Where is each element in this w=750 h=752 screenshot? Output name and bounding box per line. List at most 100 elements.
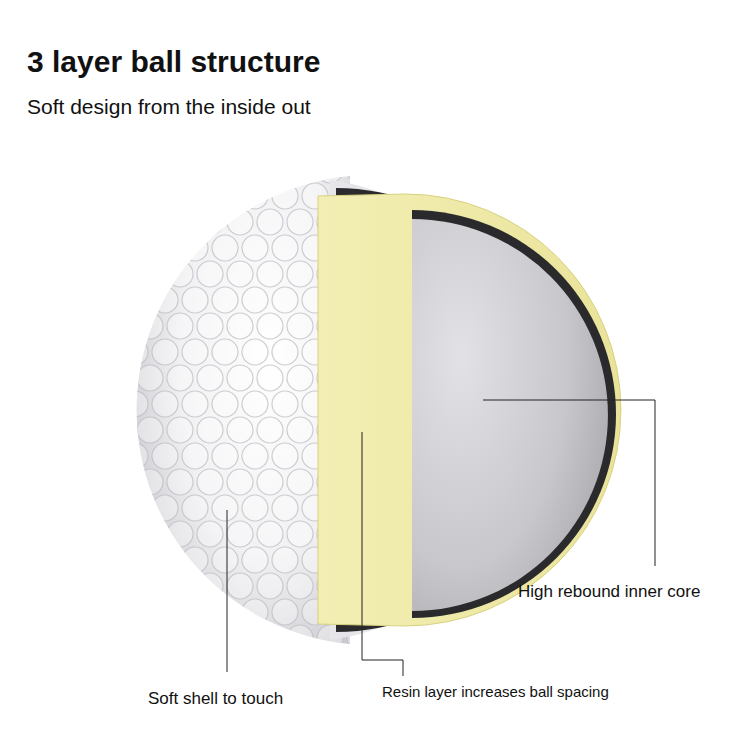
dimple: [167, 573, 193, 599]
dimple: [137, 209, 163, 235]
dimple: [107, 209, 133, 235]
dimple: [137, 625, 163, 651]
inner-core: [412, 219, 608, 611]
dimple: [227, 157, 253, 183]
dimple: [227, 521, 253, 547]
leader-line: [227, 510, 228, 672]
dimple: [182, 183, 208, 209]
dimple: [197, 625, 223, 651]
dimple: [107, 365, 133, 391]
dimple: [212, 287, 238, 313]
dimple: [167, 209, 193, 235]
dimple: [212, 339, 238, 365]
dimple: [122, 339, 148, 365]
dimple: [122, 235, 148, 261]
dimple: [167, 313, 193, 339]
dimple: [242, 391, 268, 417]
dimple: [287, 157, 313, 183]
dimple: [182, 443, 208, 469]
dimple: [257, 365, 283, 391]
dimple: [227, 625, 253, 651]
dimple: [212, 547, 238, 573]
dimple: [347, 157, 373, 183]
dimple: [287, 209, 313, 235]
dimple: [212, 183, 238, 209]
dimple: [227, 261, 253, 287]
dimple: [152, 443, 178, 469]
dimple: [152, 599, 178, 625]
dimple: [272, 651, 298, 677]
dimple: [242, 183, 268, 209]
dimple: [212, 391, 238, 417]
dimple: [167, 365, 193, 391]
dimple: [107, 261, 133, 287]
dimple: [107, 313, 133, 339]
dimple: [257, 417, 283, 443]
dimple: [167, 417, 193, 443]
dimple: [152, 391, 178, 417]
dimple: [257, 261, 283, 287]
dimple: [122, 183, 148, 209]
dimple: [137, 521, 163, 547]
dimple: [137, 261, 163, 287]
dimple: [182, 287, 208, 313]
dimple: [227, 417, 253, 443]
dimple: [257, 313, 283, 339]
dimple: [122, 599, 148, 625]
dimple: [272, 599, 298, 625]
dimple: [122, 287, 148, 313]
dimple: [197, 417, 223, 443]
dimple: [272, 235, 298, 261]
dimple: [257, 573, 283, 599]
dimple: [122, 391, 148, 417]
dimple: [197, 469, 223, 495]
dimple: [152, 339, 178, 365]
dimple: [167, 625, 193, 651]
dimple: [242, 339, 268, 365]
dimple: [152, 287, 178, 313]
dimple: [122, 443, 148, 469]
dimple: [152, 235, 178, 261]
dimple: [257, 157, 283, 183]
dimple: [242, 599, 268, 625]
callout-label: Resin layer increases ball spacing: [382, 683, 609, 701]
dimple: [242, 495, 268, 521]
dimple: [272, 495, 298, 521]
dimple: [107, 417, 133, 443]
dimple: [152, 651, 178, 677]
dimple: [287, 521, 313, 547]
dimple: [212, 495, 238, 521]
dimple: [182, 339, 208, 365]
dimple: [152, 547, 178, 573]
dimple: [107, 573, 133, 599]
title: 3 layer ball structure: [27, 44, 320, 80]
dimple: [287, 625, 313, 651]
dimple: [242, 443, 268, 469]
subtitle: Soft design from the inside out: [27, 94, 311, 119]
dimple: [227, 573, 253, 599]
dimple: [197, 261, 223, 287]
dimple: [287, 313, 313, 339]
dimple: [377, 625, 403, 651]
dimple: [212, 235, 238, 261]
dimple: [167, 157, 193, 183]
dimple: [302, 651, 328, 677]
dimple: [287, 417, 313, 443]
dimple: [122, 547, 148, 573]
dimple: [332, 651, 358, 677]
dimple: [272, 287, 298, 313]
dimple: [107, 521, 133, 547]
dimple: [137, 365, 163, 391]
dimple: [227, 313, 253, 339]
dimple: [242, 547, 268, 573]
dimple: [167, 521, 193, 547]
dimple: [107, 157, 133, 183]
dimple: [182, 599, 208, 625]
dimple: [167, 469, 193, 495]
dimple: [242, 287, 268, 313]
dimple: [197, 157, 223, 183]
dimple: [122, 651, 148, 677]
dimple: [182, 547, 208, 573]
resin-layer: [318, 194, 621, 626]
dimple: [137, 573, 163, 599]
